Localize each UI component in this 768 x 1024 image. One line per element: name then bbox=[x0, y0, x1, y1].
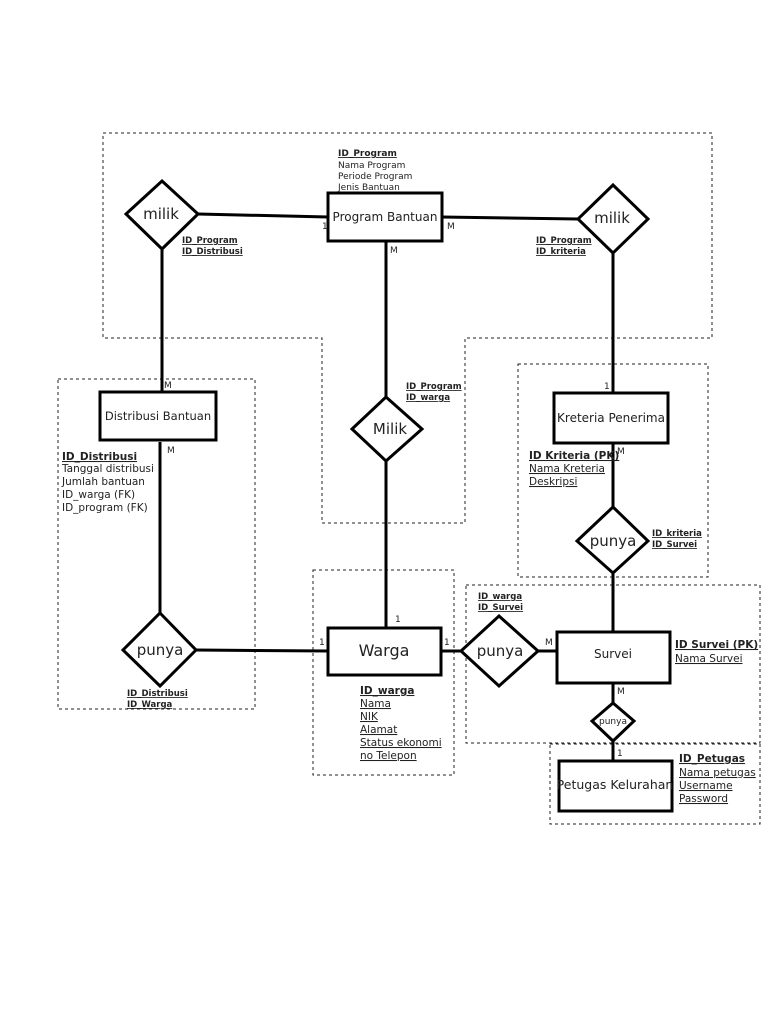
attr-warga-0: ID_warga bbox=[360, 685, 414, 697]
entity-kreteria-penerima bbox=[552, 391, 670, 445]
card-warga-right: 1 bbox=[444, 638, 450, 648]
relation-milik-left bbox=[123, 178, 201, 252]
attr-program-3: Jenis Bantuan bbox=[337, 183, 400, 193]
attr-warga-3: Alamat bbox=[360, 724, 397, 736]
relation-punya-left bbox=[120, 610, 199, 689]
line-program-milik-right bbox=[441, 215, 579, 221]
entity-petugas-kelurahan bbox=[557, 759, 674, 813]
attr-warga-5: no Telepon bbox=[360, 750, 417, 762]
key-milik-center-0: ID_Program bbox=[406, 382, 462, 392]
attr-survei-1: Nama Survei bbox=[675, 653, 743, 665]
relation-punya-right-label: punya bbox=[477, 642, 524, 660]
card-program-right: M bbox=[447, 222, 455, 232]
key-milik-right-1: ID_kriteria bbox=[536, 247, 586, 257]
group-distribusi-border bbox=[57, 378, 256, 710]
attr-distribusi-4: ID_program (FK) bbox=[62, 502, 148, 514]
entity-program-bantuan bbox=[326, 191, 444, 243]
line-punya-left-warga bbox=[195, 648, 329, 653]
card-survei-left: M bbox=[545, 638, 553, 648]
card-distribusi-top: M bbox=[164, 381, 172, 391]
line-milik-left-program bbox=[197, 212, 329, 219]
relation-punya-left-label: punya bbox=[137, 641, 184, 659]
relation-punya-small bbox=[589, 701, 637, 744]
group-warga-border bbox=[312, 569, 455, 776]
relation-milik-right-label: milik bbox=[594, 209, 630, 227]
relation-punya-right bbox=[458, 613, 541, 689]
attr-petugas-1: Nama petugas bbox=[679, 767, 756, 779]
key-punya-kriteria-1: ID_Survei bbox=[652, 540, 697, 550]
entity-warga-label: Warga bbox=[359, 641, 410, 660]
attr-program-0: ID_Program bbox=[338, 149, 397, 159]
card-warga-top: 1 bbox=[395, 615, 401, 625]
attr-distribusi-2: Jumlah bantuan bbox=[61, 476, 145, 488]
attr-survei-0: ID Survei (PK) bbox=[675, 639, 758, 651]
relation-milik-center bbox=[349, 394, 425, 464]
attr-petugas-3: Password bbox=[679, 793, 728, 805]
attr-program-1: Nama Program bbox=[338, 161, 405, 171]
relation-milik-right bbox=[575, 182, 651, 256]
attr-petugas-2: Username bbox=[679, 780, 733, 792]
card-distribusi-bottom: M bbox=[167, 446, 175, 456]
relation-milik-center-label: Milik bbox=[373, 420, 407, 438]
entity-survei-label: Survei bbox=[594, 647, 632, 661]
entity-petugas-kelurahan-label: Petugas Kelurahan bbox=[557, 777, 674, 792]
relation-milik-left-label: milik bbox=[143, 205, 179, 223]
entity-warga bbox=[326, 626, 443, 677]
attr-kriteria-0: ID Kriteria (PK) bbox=[529, 450, 619, 462]
key-punya-kriteria-0: ID_kriteria bbox=[652, 529, 702, 539]
attr-petugas-0: ID_Petugas bbox=[679, 753, 745, 765]
entity-distribusi-bantuan bbox=[98, 390, 218, 442]
card-petugas-top: 1 bbox=[617, 749, 623, 759]
entity-program-bantuan-label: Program Bantuan bbox=[333, 210, 438, 224]
attr-warga-1: Nama bbox=[360, 698, 391, 710]
key-milik-left-0: ID_Program bbox=[182, 236, 238, 246]
key-milik-left-1: ID_Distribusi bbox=[182, 247, 243, 257]
attr-distribusi-3: ID_warga (FK) bbox=[62, 489, 135, 501]
key-punya-left-0: ID_Distribusi bbox=[127, 689, 188, 699]
entity-survei bbox=[555, 630, 672, 685]
key-punya-left-1: ID_Warga bbox=[127, 700, 173, 710]
attr-distribusi-1: Tanggal distribusi bbox=[61, 463, 154, 475]
attr-warga-4: Status ekonomi bbox=[360, 737, 442, 749]
relation-punya-small-label: punya bbox=[599, 717, 627, 727]
attr-kriteria-2: Deskripsi bbox=[529, 476, 577, 488]
attr-kriteria-1: Nama Kreteria bbox=[529, 463, 605, 475]
attr-program-2: Periode Program bbox=[338, 172, 412, 182]
card-kriteria-top: 1 bbox=[604, 382, 610, 392]
card-warga-left: 1 bbox=[319, 638, 325, 648]
key-punya-right-0: ID_warga bbox=[478, 592, 522, 602]
group-petugas-border bbox=[549, 743, 761, 825]
key-milik-right-0: ID_Program bbox=[536, 236, 592, 246]
card-program-down: M bbox=[390, 246, 398, 256]
entity-distribusi-bantuan-label: Distribusi Bantuan bbox=[105, 409, 211, 423]
relation-punya-kriteria bbox=[574, 504, 651, 576]
key-punya-right-1: ID_Survei bbox=[478, 603, 523, 613]
card-survei-bottom: M bbox=[617, 687, 625, 697]
key-milik-center-1: ID_warga bbox=[406, 393, 450, 403]
attr-distribusi-0: ID_Distribusi bbox=[62, 451, 137, 463]
entity-kreteria-penerima-label: Kreteria Penerima bbox=[557, 411, 665, 425]
relation-punya-kriteria-label: punya bbox=[590, 532, 637, 550]
card-kriteria-bottom: M bbox=[617, 447, 625, 457]
attr-warga-2: NIK bbox=[360, 711, 379, 723]
card-program-left: 1 bbox=[322, 222, 328, 232]
